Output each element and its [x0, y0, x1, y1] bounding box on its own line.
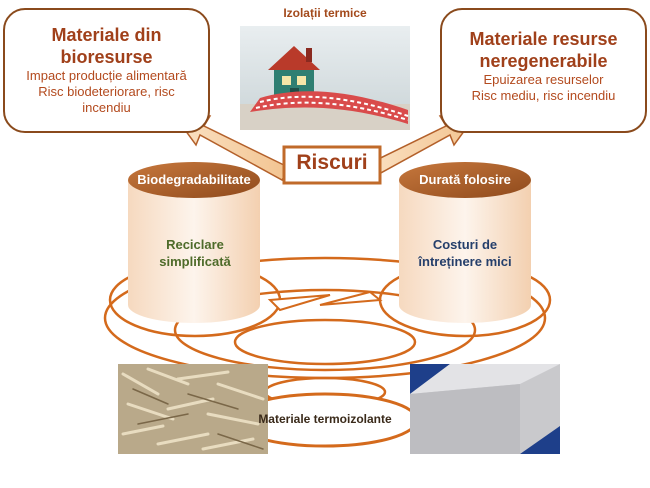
- thermal-insulation-label: Materiale termoizolante: [258, 412, 392, 426]
- nonrenewable-line-1: Epuizarea resurselor: [483, 72, 604, 87]
- bioresources-line-2: Risc biodeteriorare, risc: [38, 84, 175, 99]
- maintenance-line-1: Costuri de: [432, 237, 498, 252]
- bioresources-title-2: bioresurse: [60, 47, 153, 67]
- nonrenewable-box: Materiale resurse neregenerabile Epuizar…: [440, 8, 647, 133]
- recycling-label: Reciclare simplificată: [130, 236, 260, 270]
- bioresources-title-1: Materiale din: [51, 25, 162, 45]
- nonrenewable-title-2: neregenerabile: [479, 51, 608, 71]
- recycling-line-1: Reciclare: [166, 237, 224, 252]
- nonrenewable-line-2: Risc mediu, risc incendiu: [471, 88, 616, 103]
- bioresources-box: Materiale din bioresurse Impact producți…: [3, 8, 210, 133]
- fiber-material-photo: [118, 364, 268, 454]
- bioresources-line-3: incendiu: [82, 100, 131, 115]
- riscuri-label: Riscuri: [296, 151, 368, 174]
- cylinder-right: [399, 162, 531, 323]
- recycling-line-2: simplificată: [159, 254, 231, 269]
- foam-material-photo: [410, 364, 560, 454]
- biodegradability-label: Biodegradabilitate: [137, 172, 251, 187]
- photo-title: Izolații termice: [283, 6, 367, 20]
- cylinder-left: [128, 162, 260, 323]
- maintenance-cost-label: Costuri de întreținere mici: [400, 236, 530, 270]
- bioresources-line-1: Impact producție alimentară: [26, 68, 187, 83]
- riscuri-box: [282, 145, 382, 185]
- swirl-wedge-right: [319, 290, 383, 306]
- swirl-wedge-left: [267, 294, 331, 312]
- nonrenewable-title-1: Materiale resurse: [469, 29, 618, 49]
- house-scarf-photo: [240, 26, 410, 130]
- maintenance-line-2: întreținere mici: [418, 254, 512, 269]
- durability-label: Durată folosire: [419, 172, 511, 187]
